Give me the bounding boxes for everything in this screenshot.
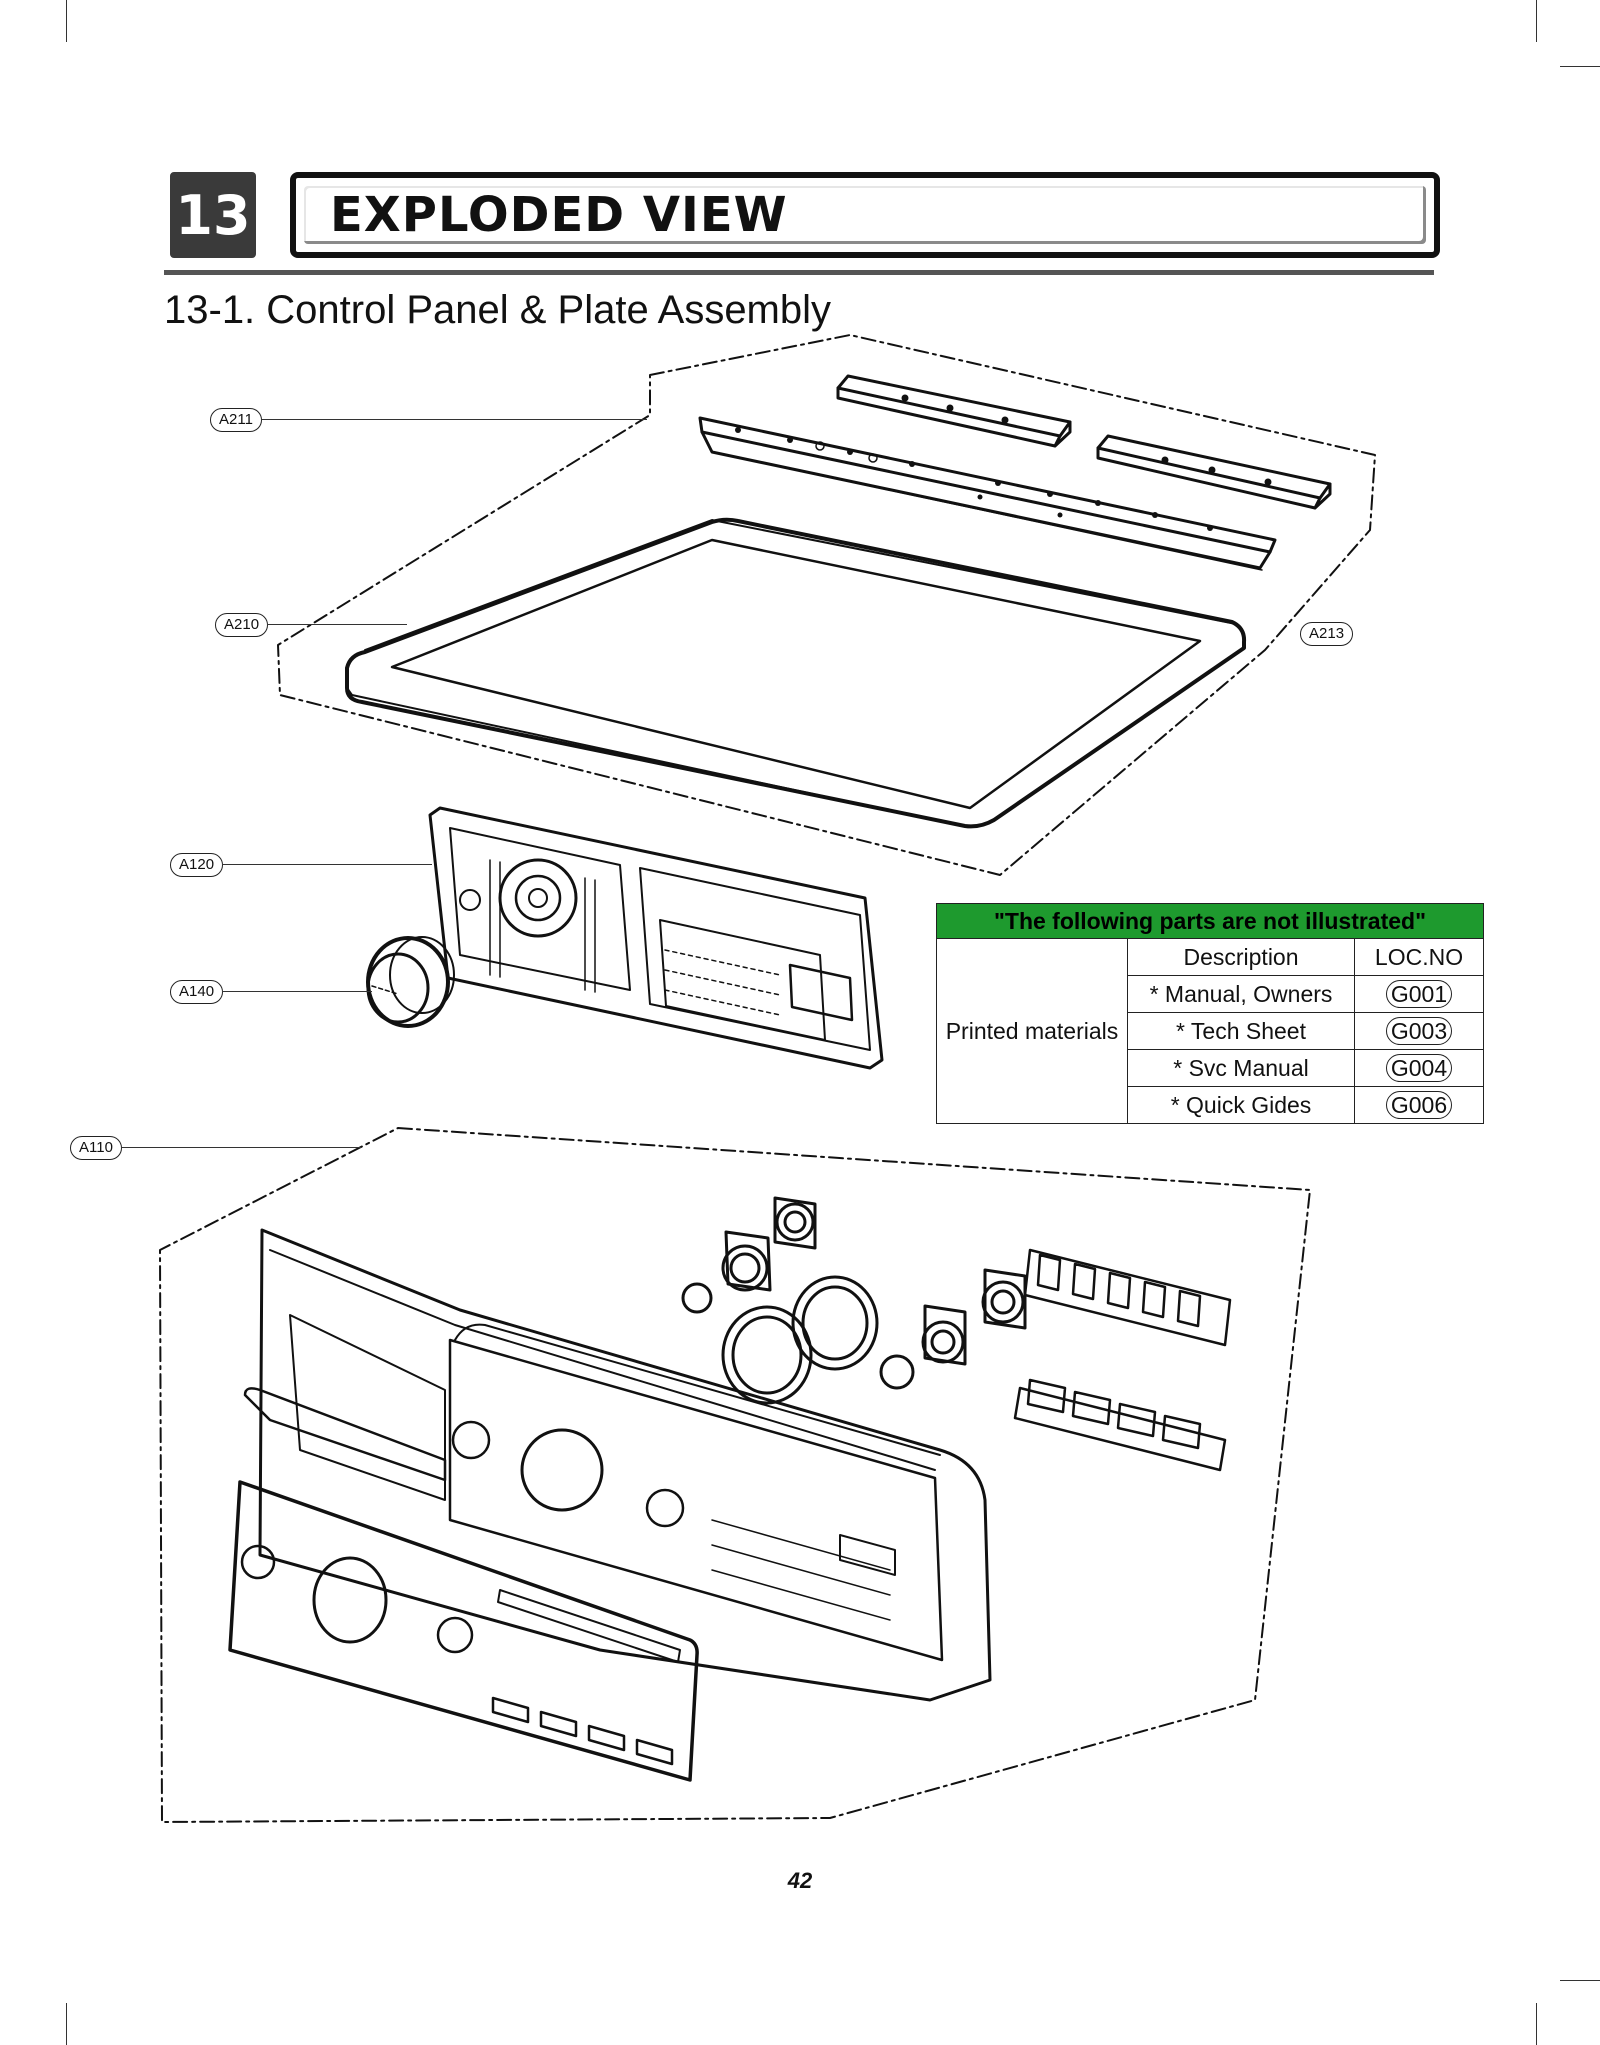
crop-mark	[1560, 1980, 1600, 1981]
crop-mark	[66, 2003, 67, 2045]
knob-rings	[681, 1196, 1027, 1405]
part-loc-number: G001	[1385, 980, 1453, 1008]
part-loc-cell: G003	[1354, 1012, 1484, 1050]
callout-a213: A213	[1300, 622, 1354, 646]
crop-mark	[1536, 0, 1537, 42]
control-knob-drawing	[366, 936, 455, 1028]
control-panel-body	[243, 1228, 992, 1702]
top-plate	[345, 517, 1247, 829]
table-row: * Svc Manual G004	[937, 1049, 1484, 1087]
part-description: * Quick Gides	[1127, 1086, 1355, 1124]
section-title: 13-1. Control Panel & Plate Assembly	[164, 288, 832, 332]
control-pcb-frame	[428, 806, 884, 1070]
top-assembly-boundary	[277, 334, 1376, 876]
leader-line	[222, 991, 372, 992]
hinge-bracket-right	[1096, 434, 1332, 510]
table-row: * Manual, Owners G001	[937, 975, 1484, 1013]
crop-mark	[66, 0, 67, 42]
page-number: 42	[787, 1868, 813, 1893]
callout-a110: A110	[70, 1136, 122, 1160]
crop-mark	[1560, 66, 1600, 67]
button-cluster-lower	[1013, 1378, 1227, 1472]
callout-a210: A210	[215, 613, 269, 637]
part-loc-cell: G001	[1354, 975, 1484, 1013]
button-cluster-upper	[1023, 1248, 1232, 1347]
part-description: * Svc Manual	[1127, 1049, 1355, 1087]
not-illustrated-parts-table: "The following parts are not illustrated…	[936, 903, 1484, 1124]
crop-mark	[1536, 2003, 1537, 2045]
leader-line	[267, 624, 407, 625]
leader-line	[122, 1147, 362, 1148]
table-row: * Quick Gides G006	[937, 1086, 1484, 1124]
callout-a140: A140	[170, 980, 224, 1004]
table-row: * Tech Sheet G003	[937, 1012, 1484, 1050]
part-loc-number: G006	[1385, 1091, 1453, 1119]
front-bezel-plate	[228, 1480, 699, 1782]
part-loc-cell: G004	[1354, 1049, 1484, 1087]
leader-line	[222, 864, 432, 865]
chapter-title-frame: EXPLODED VIEW	[290, 172, 1440, 258]
control-panel-boundary	[159, 1127, 1311, 1823]
part-loc-number: G004	[1385, 1054, 1453, 1082]
chapter-title: EXPLODED VIEW	[330, 187, 788, 243]
part-description: * Manual, Owners	[1127, 975, 1355, 1013]
table-note-header: "The following parts are not illustrated…	[936, 903, 1484, 939]
column-header-loc-no: LOC.NO	[1354, 938, 1484, 976]
hinge-bracket-left	[836, 374, 1072, 448]
column-header-description: Description	[1127, 938, 1355, 976]
part-loc-number: G003	[1385, 1017, 1453, 1045]
callout-a120: A120	[170, 853, 224, 877]
part-description: * Tech Sheet	[1127, 1012, 1355, 1050]
table-group-label: Printed materials	[936, 938, 1128, 1124]
header-rule	[164, 270, 1434, 275]
part-loc-cell: G006	[1354, 1086, 1484, 1124]
callout-a211: A211	[210, 408, 262, 432]
leader-line	[262, 419, 647, 420]
rear-bracket-rail	[698, 416, 1277, 571]
chapter-number-badge: 13	[170, 172, 256, 258]
